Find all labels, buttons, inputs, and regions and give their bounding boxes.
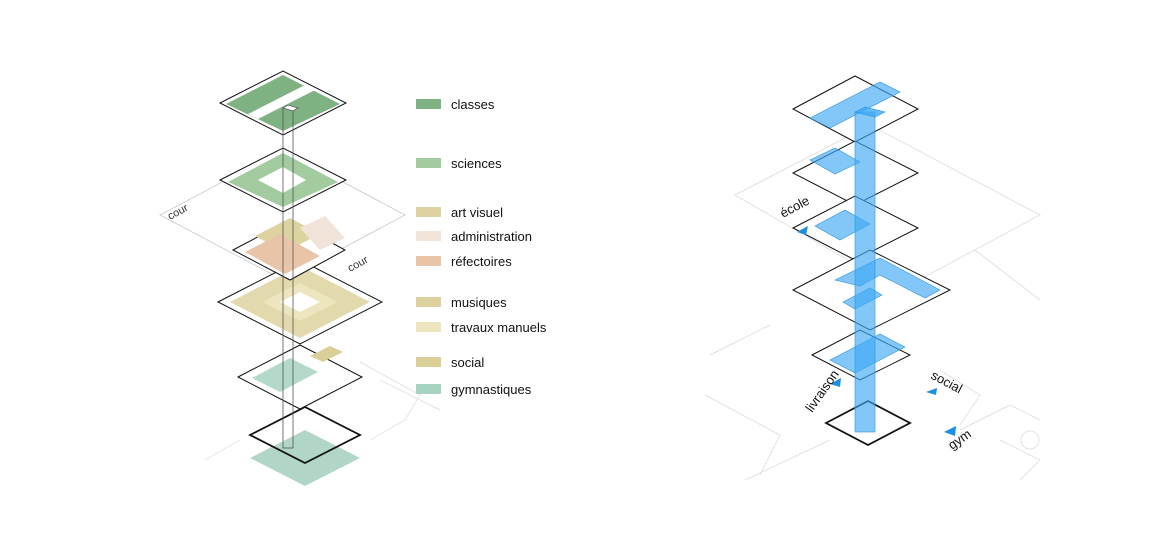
legend-label: social xyxy=(451,354,485,370)
legend-swatch xyxy=(416,357,441,367)
arrow-social-icon xyxy=(926,388,937,395)
arrow-livraison-icon xyxy=(830,378,841,387)
legend-item: travaux manuels xyxy=(416,317,546,337)
ecole-label: école xyxy=(777,193,811,221)
legend-label: classes xyxy=(451,96,495,112)
legend-swatch xyxy=(416,256,441,266)
legend-label: administration xyxy=(451,228,532,244)
level-4 xyxy=(231,216,347,281)
level-ground xyxy=(248,405,362,465)
legend-item: art visuel xyxy=(416,202,503,222)
legend-item: social xyxy=(416,352,484,372)
legend-label: réfectoires xyxy=(451,253,512,269)
legend-item: musiques xyxy=(416,292,507,312)
level-gym-floor xyxy=(250,430,360,486)
circulation-volumes xyxy=(809,81,941,433)
arrow-gym-icon xyxy=(944,426,956,436)
legend-swatch xyxy=(416,297,441,307)
level-3 xyxy=(216,259,384,345)
right-site-context xyxy=(704,124,1042,481)
level-6 xyxy=(218,70,348,136)
legend-label: sciences xyxy=(451,155,502,171)
legend-swatch xyxy=(416,384,441,394)
left-site-context xyxy=(204,361,441,461)
right-axonometric-stack: école livraison social gym xyxy=(704,75,1042,481)
level-2 xyxy=(236,344,364,410)
legend-item: sciences xyxy=(416,153,502,173)
legend-swatch xyxy=(416,158,441,168)
legend-item: classes xyxy=(416,94,494,114)
left-axonometric-stack: cour cour xyxy=(159,70,441,486)
legend-label: gymnastiques xyxy=(451,381,532,397)
legend-swatch xyxy=(416,322,441,332)
cour-label-right: cour xyxy=(346,254,371,275)
legend-item: administration xyxy=(416,226,532,246)
legend-swatch xyxy=(416,99,441,109)
arrow-ecole-icon xyxy=(797,226,808,235)
vertical-core xyxy=(282,104,299,449)
legend-label: musiques xyxy=(451,294,507,310)
cour-label-left: cour xyxy=(166,202,191,223)
livraison-label: livraison xyxy=(802,367,842,415)
legend-item: gymnastiques xyxy=(416,379,531,399)
legend-swatch xyxy=(416,207,441,217)
entry-arrows xyxy=(797,226,956,436)
legend-swatch xyxy=(416,231,441,241)
program-legend: classes sciences art visuel administrati… xyxy=(416,0,656,554)
legend-label: travaux manuels xyxy=(451,319,547,335)
legend-item: réfectoires xyxy=(416,251,512,271)
legend-label: art visuel xyxy=(451,204,504,220)
